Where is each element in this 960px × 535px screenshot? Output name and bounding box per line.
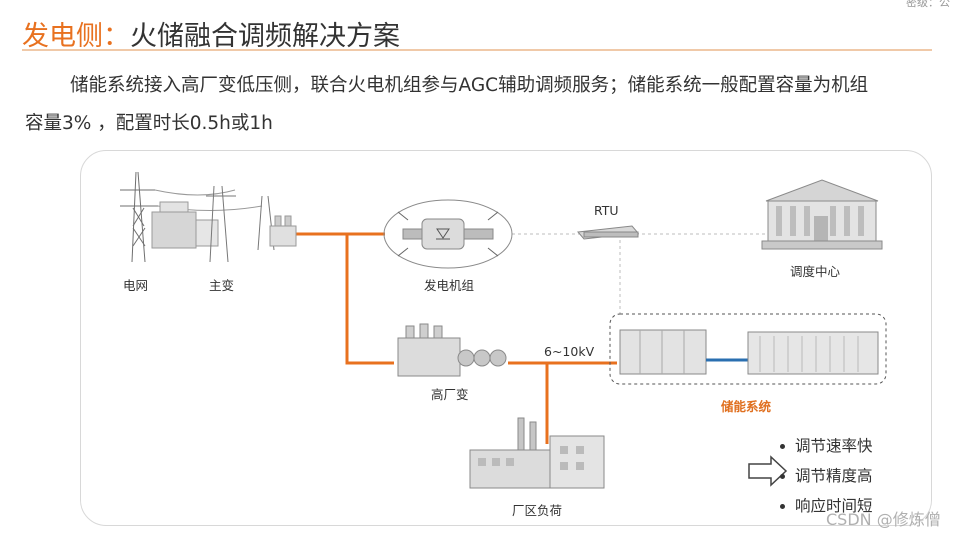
label-storage-system: 储能系统 xyxy=(721,399,772,414)
line-to-station-transformer xyxy=(345,234,394,365)
benefit-item: 调节速率快 xyxy=(780,434,873,456)
storage-system xyxy=(609,313,887,385)
label-grid: 电网 xyxy=(123,278,149,293)
label-dispatch-center: 调度中心 xyxy=(790,264,841,279)
grid-tower-icon xyxy=(120,171,263,263)
label-generator: 发电机组 xyxy=(424,278,475,293)
station-transformer-icon xyxy=(397,323,507,377)
pcs-cabinet-icon xyxy=(619,329,707,375)
title-underline xyxy=(22,49,932,51)
label-rtu: RTU xyxy=(594,203,619,218)
outline-arrow-icon xyxy=(748,455,788,487)
description-line-1: 储能系统接入高厂变低压侧，联合火电机组参与AGC辅助调频服务；储能系统一般配置容… xyxy=(70,75,869,96)
title-accent: 发电侧： xyxy=(22,21,130,52)
rtu-icon xyxy=(577,225,639,240)
comm-lines xyxy=(512,233,765,314)
label-station-transformer: 高厂变 xyxy=(431,387,469,402)
plant-load-icon xyxy=(469,417,605,489)
battery-container-icon xyxy=(747,331,879,375)
bullet-icon xyxy=(780,444,785,449)
bullet-icon xyxy=(780,474,785,479)
page-title: 发电侧：火储融合调频解决方案 xyxy=(22,14,400,53)
label-voltage: 6~10kV xyxy=(544,344,595,359)
description-line-2: 容量3% ，配置时长0.5h或1h xyxy=(25,113,273,134)
generator-icon xyxy=(383,199,513,269)
dispatch-center-icon xyxy=(761,179,883,250)
classification-label: 密级：公 xyxy=(906,0,950,9)
watermark: CSDN @修炼僧 xyxy=(826,510,941,529)
benefit-item: 响应时间短 xyxy=(780,494,873,516)
power-lines xyxy=(296,232,617,444)
label-main-transformer: 主变 xyxy=(209,278,235,293)
label-plant-load: 厂区负荷 xyxy=(512,503,563,518)
diagram-frame xyxy=(80,150,932,526)
main-transformer-icon xyxy=(151,185,297,263)
benefit-item: 调节精度高 xyxy=(780,464,873,486)
title-main: 火储融合调频解决方案 xyxy=(130,21,400,52)
bullet-icon xyxy=(780,504,785,509)
